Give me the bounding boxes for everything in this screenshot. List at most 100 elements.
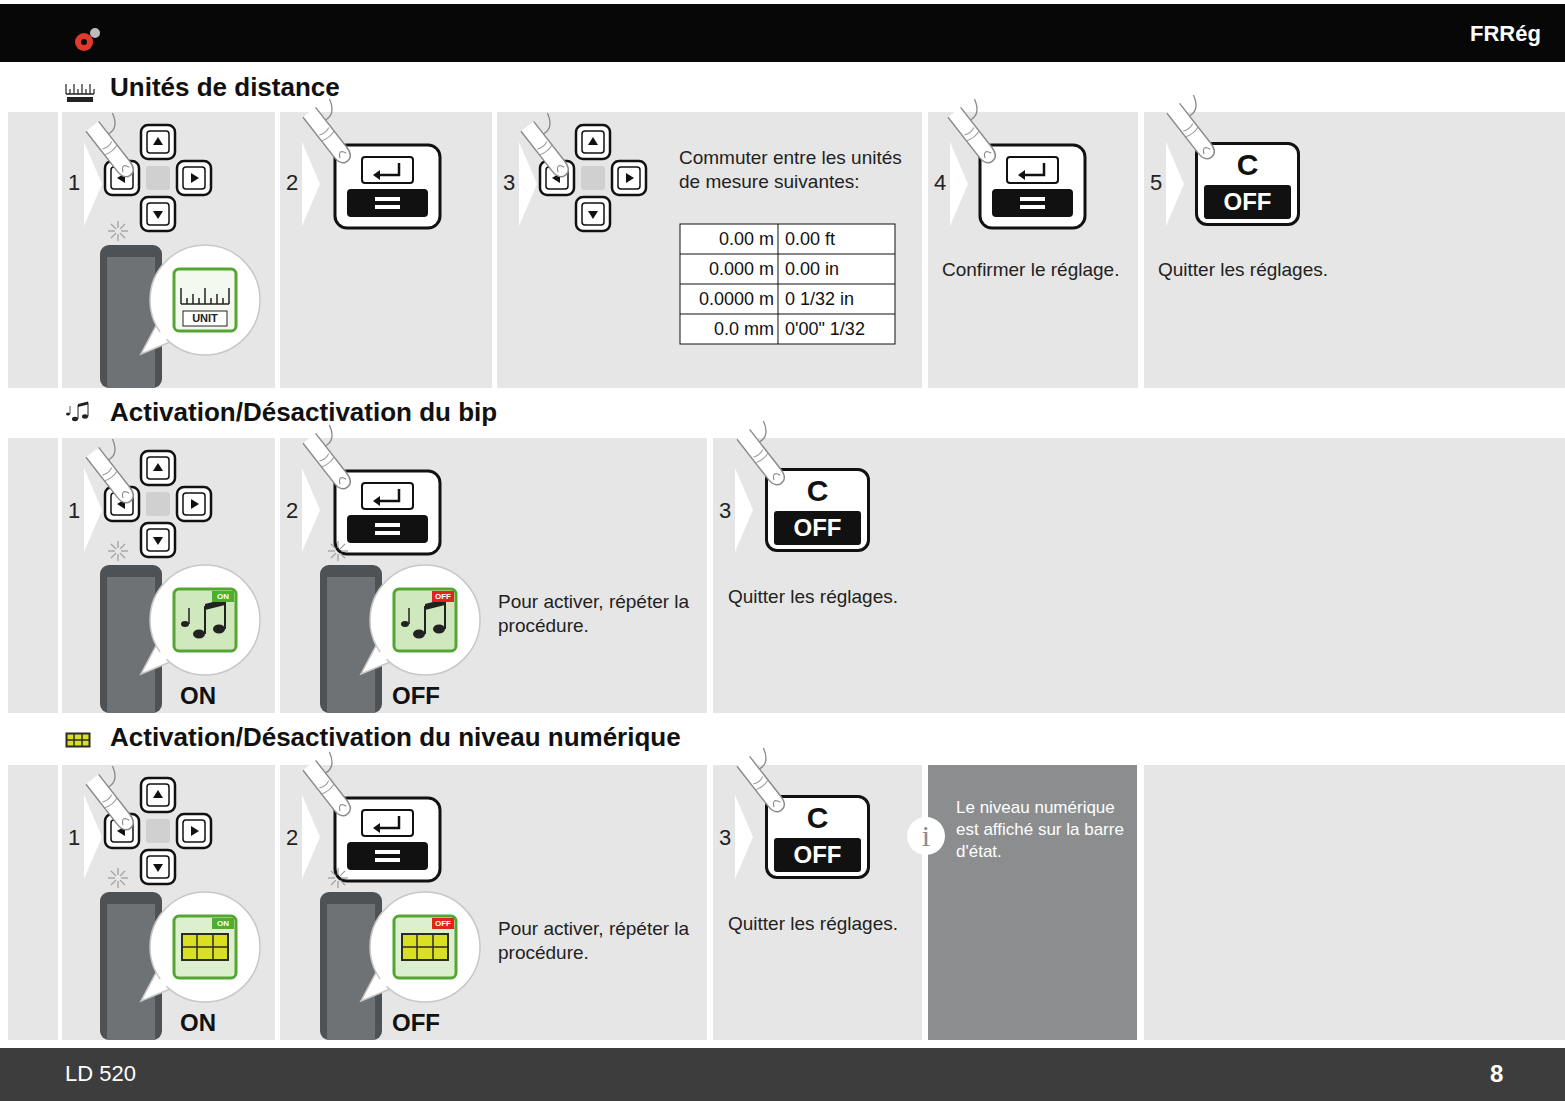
state-label: ON [180, 682, 240, 710]
dpad-button [576, 197, 610, 231]
dpad-button [105, 487, 139, 521]
state-label: OFF [392, 1009, 462, 1037]
laser-ray [340, 553, 345, 558]
enter-lower [347, 189, 428, 217]
node-text: OFF [774, 511, 861, 545]
laser-ray [337, 881, 338, 888]
pointing-finger [948, 98, 1011, 167]
dpad-center [146, 492, 170, 516]
node-text: C [768, 800, 867, 836]
note-stem [70, 406, 71, 414]
note-head [66, 413, 70, 416]
step-panel: 2 [280, 112, 492, 388]
note-stem [88, 403, 89, 417]
dpad-button-inner [183, 493, 205, 515]
device-body [100, 892, 162, 1040]
step-panel: 3Quitter les réglages.COFF [713, 765, 922, 1040]
finger-outline [737, 429, 788, 488]
note-head [433, 625, 445, 634]
table-cell: 0.000 m [682, 258, 774, 280]
step-chevron [519, 142, 537, 226]
finger-knuckle [752, 775, 769, 791]
step-chevron [84, 142, 102, 226]
note-head [413, 630, 425, 639]
node-text: Le niveau numérique est affiché sur la b… [956, 797, 1128, 863]
ruler-tick [73, 84, 74, 94]
finger-nail [120, 817, 129, 825]
level-vial [432, 934, 434, 960]
bubble-seam [375, 646, 392, 664]
dpad-arrow [191, 173, 199, 183]
laser-ray [331, 880, 336, 885]
enter-symbol-box [1007, 157, 1058, 183]
laser-ray [331, 871, 336, 876]
dpad-button-inner [111, 820, 133, 842]
ruler-tick [210, 298, 212, 304]
laser-ray [111, 880, 116, 885]
dpad-button-inner [147, 529, 169, 551]
laser-ray [108, 550, 115, 551]
callout-bubble [370, 565, 480, 675]
laser-ray [341, 550, 348, 551]
table-cell: 0 1/32 in [785, 288, 891, 310]
table-cell: 0.0000 m [682, 288, 774, 310]
step-chevron [302, 468, 320, 552]
note-head [181, 621, 189, 627]
setting-icon [394, 589, 456, 651]
dpad-button-inner [183, 820, 205, 842]
dpad-button-inner [111, 493, 133, 515]
thumb [100, 439, 121, 460]
finger-nail [1201, 146, 1210, 154]
level-line [67, 739, 90, 741]
node-text: Quitter les réglages. [1158, 258, 1343, 282]
dpad-button [612, 161, 646, 195]
node-text: Quitter les réglages. [728, 585, 913, 609]
step-panel: 3Commuter entre les unités de mesure sui… [497, 112, 922, 388]
dpad-arrow [191, 499, 199, 509]
step-number: 3 [719, 498, 741, 524]
finger-outline [948, 107, 999, 166]
finger-nail [555, 164, 564, 172]
finger-outline [521, 121, 572, 180]
state-flag: OFF [432, 591, 454, 602]
bubble-seam [155, 646, 172, 664]
laser-ray [111, 224, 116, 229]
dpad-arrow [191, 826, 199, 836]
enter-arrow [379, 489, 399, 501]
note-stem [188, 608, 190, 624]
header-bar [0, 4, 1565, 62]
thumb [535, 113, 556, 134]
thumb [1181, 95, 1202, 116]
finger-knuckle [101, 793, 118, 809]
finger-nail [337, 476, 346, 484]
pointing-finger [303, 98, 366, 167]
step-number: 1 [68, 498, 90, 524]
enter-symbol-box [362, 157, 413, 183]
level-body [402, 934, 448, 960]
page-number: 8 [1490, 1060, 1530, 1088]
finger-outline [303, 760, 354, 819]
ruler-tick [81, 84, 82, 94]
state-label: OFF [392, 682, 462, 710]
pointing-finger [86, 438, 149, 507]
device-body [320, 565, 382, 713]
ruler-tick [186, 298, 188, 304]
finger-outline [1167, 103, 1218, 162]
enter-key [335, 798, 440, 881]
finger-outline [303, 433, 354, 492]
laser-ray [337, 541, 338, 548]
step-chevron [950, 142, 968, 226]
step-panel: 1ON [62, 765, 275, 1040]
ruler-tick [65, 84, 66, 94]
ruler-tick [198, 298, 200, 304]
laser-ray [120, 224, 125, 229]
dpad-button [141, 850, 175, 884]
device-body [100, 245, 162, 388]
step-number: 3 [719, 825, 741, 851]
device-screen [107, 577, 155, 713]
step-chevron [735, 468, 753, 552]
finger-outline [303, 107, 354, 166]
note-head [401, 621, 409, 627]
node-text: Confirmer le réglage. [942, 258, 1127, 282]
note-head [82, 414, 88, 419]
